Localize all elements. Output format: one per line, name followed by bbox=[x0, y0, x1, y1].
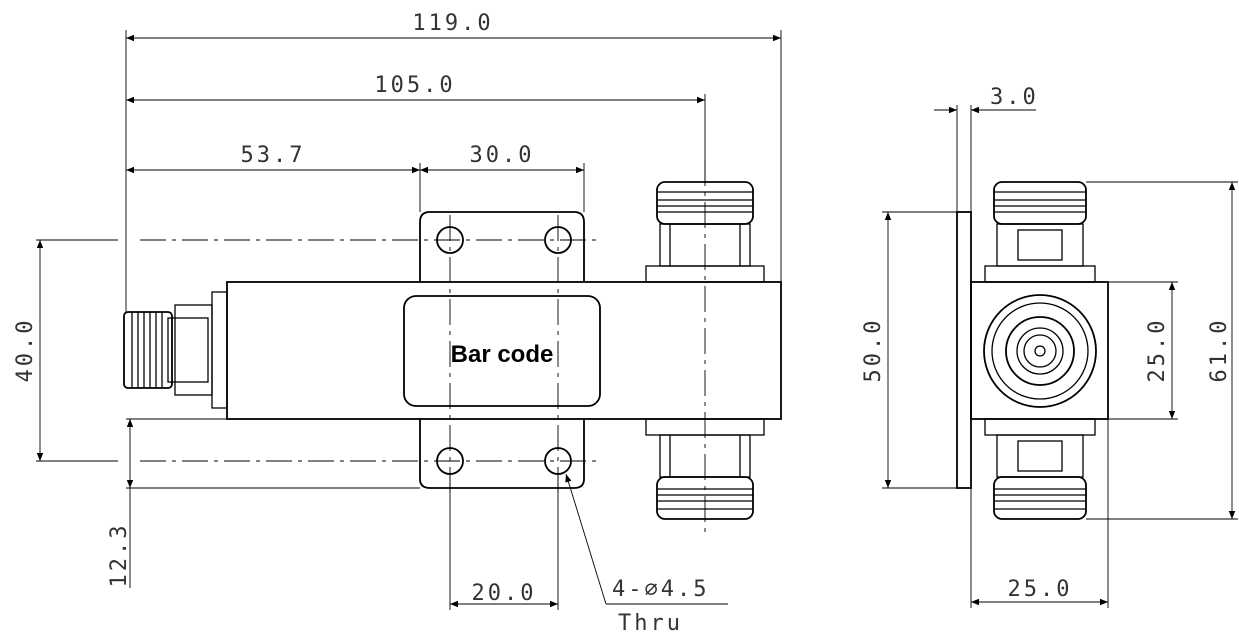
dimension-body-height: 25.0 bbox=[1145, 318, 1170, 383]
hole-callout-leader bbox=[565, 473, 607, 605]
front-view: Bar code bbox=[13, 11, 782, 636]
dimension-hole-spacing-bottom: 20.0 bbox=[472, 581, 537, 606]
dimension-input-offset: 12.3 bbox=[107, 523, 132, 588]
side-flange-plate bbox=[956, 211, 972, 489]
dimension-overall-height: 61.0 bbox=[1207, 318, 1232, 383]
mounting-flange-bottom bbox=[419, 419, 585, 489]
mounting-flange-top bbox=[419, 211, 585, 282]
hole-callout: 4-∅4.5 bbox=[612, 577, 709, 602]
input-port-face bbox=[983, 294, 1097, 408]
barcode-label bbox=[403, 295, 601, 407]
hole-callout-note: Thru bbox=[618, 611, 683, 636]
input-n-connector bbox=[123, 291, 228, 409]
dimension-hole-spacing-top: 30.0 bbox=[470, 143, 535, 168]
dimension-flange-thickness: 3.0 bbox=[990, 85, 1039, 110]
dimension-body-width: 25.0 bbox=[1008, 577, 1073, 602]
dimension-overall-length: 119.0 bbox=[412, 11, 493, 36]
side-view: 3.0 50.0 25.0 61.0 25.0 bbox=[861, 85, 1238, 608]
barcode-label-text: Bar code bbox=[451, 341, 554, 368]
dimension-mount-holes: 53.7 bbox=[241, 143, 306, 168]
dimension-hole-spacing-vertical: 40.0 bbox=[13, 318, 38, 383]
dimension-flange-height: 50.0 bbox=[861, 318, 886, 383]
side-output-connector-top bbox=[984, 181, 1096, 283]
side-output-connector-bottom bbox=[984, 418, 1096, 520]
dimension-output-port: 105.0 bbox=[374, 73, 455, 98]
